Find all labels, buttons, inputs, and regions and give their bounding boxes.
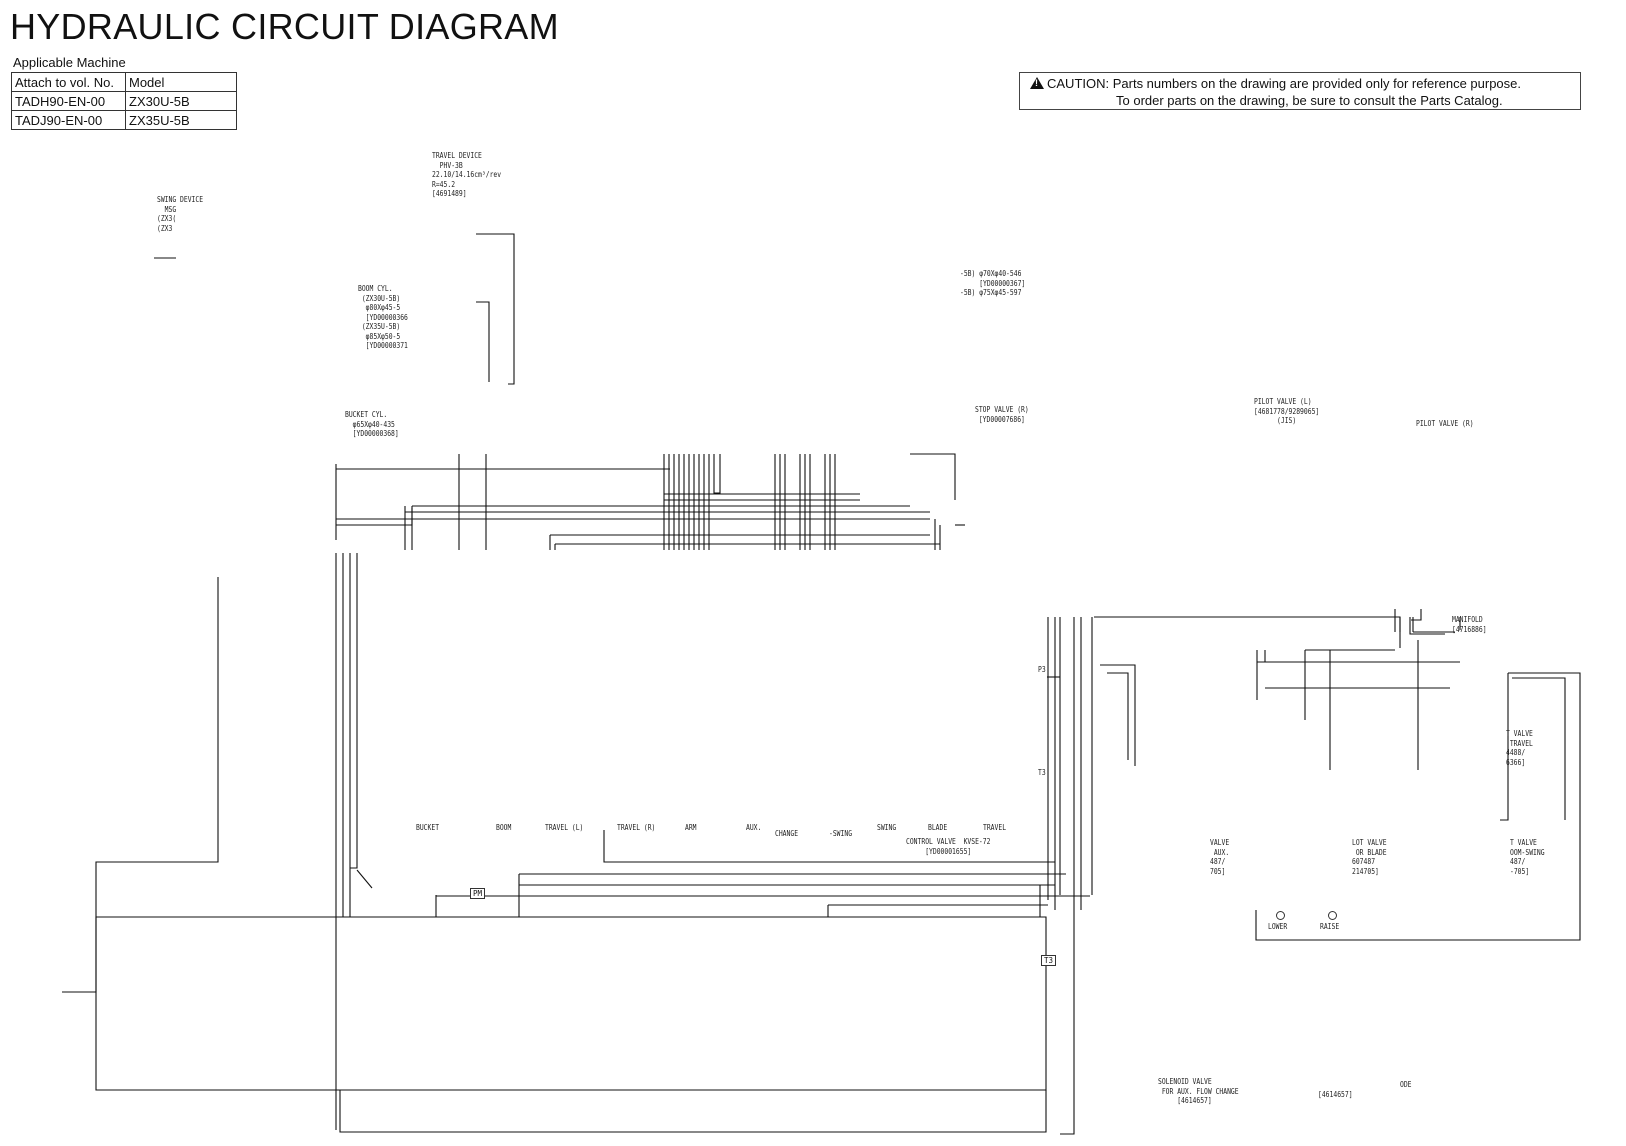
lower-port [1276,911,1285,920]
pilot-valve-right-label: PILOT VALVE (R) [1416,419,1474,428]
boom-swing-valve-label: T VALVE OOM-SWING 487/ -705] [1510,838,1545,876]
boom-cylinder-label: BOOM CYL. (ZX30U-5B) φ80Xφ45-5 [YD000003… [358,284,408,350]
raise-port [1328,911,1337,920]
blade-pilot-valve-label: LOT VALVE OR BLADE 607487 214705] [1352,838,1387,876]
section-travel-right-label: TRAVEL (R) [617,823,656,832]
t3-port-label: T3 [1038,768,1046,777]
section-bucket-label: BUCKET [416,823,440,832]
manifold-label: MANIFOLD [4716886] [1452,615,1487,634]
table-cell: ZX35U-5B [125,110,237,130]
caution-line-2: To order parts on the drawing, be sure t… [1116,93,1503,108]
stop-valve-label: STOP VALVE (R) [YD00007686] [975,405,1029,424]
pm-port-tag: PM [470,888,486,899]
bucket-cylinder-label: BUCKET CYL. φ65Xφ40-435 [YD00000368] [345,410,399,438]
aux-valve-label: VALVE AUX. 487/ 705] [1210,838,1230,876]
section-travel-label: TRAVEL [983,823,1007,832]
travel-valve-label: T VALVE TRAVEL 4488/ 6366] [1506,729,1533,767]
ode-label: ODE [1400,1080,1412,1089]
table-row: TADJ90-EN-00 ZX35U-5B [11,110,237,130]
t3-port-tag: T3 [1041,955,1057,966]
pilot-valve-left-label: PILOT VALVE (L) [4681778/9289065] (JIS) [1254,397,1320,425]
section-blade-label: BLADE [928,823,948,832]
p3-port-label: P3 [1038,665,1046,674]
solenoid-valve-label: SOLENOID VALVE FOR AUX. FLOW CHANGE [461… [1158,1077,1239,1105]
section-boom-swing-label: -SWING [829,829,853,838]
arm-cylinder-label: -5B) φ70Xφ40-546 [YD00000367] -5B) φ75Xφ… [960,269,1026,297]
lower-label: LOWER [1268,922,1288,931]
table-row: TADH90-EN-00 ZX30U-5B [11,91,237,111]
page-title: HYDRAULIC CIRCUIT DIAGRAM [10,6,559,47]
section-arm-label: ARM [685,823,697,832]
caution-text-1: CAUTION: Parts numbers on the drawing ar… [1047,76,1522,91]
solenoid-part-number: [4614657] [1318,1090,1353,1099]
table-cell: TADJ90-EN-00 [11,110,126,130]
raise-label: RAISE [1320,922,1340,931]
section-boom-label: BOOM [496,823,512,832]
caution-box: CAUTION: Parts numbers on the drawing ar… [1019,72,1581,110]
table-cell: ZX30U-5B [125,91,237,111]
section-swing-label: SWING [877,823,897,832]
control-valve-label: CONTROL VALVE KVSE-72 [YD00001655] [906,837,991,856]
section-travel-left-label: TRAVEL (L) [545,823,584,832]
section-change-label: CHANGE [775,829,799,838]
caution-line-1: CAUTION: Parts numbers on the drawing ar… [1030,76,1521,91]
section-aux-label: AUX. [746,823,762,832]
swing-device-label: SWING DEVICE MSG (ZX3( (ZX3 [157,195,204,233]
warning-icon [1030,77,1044,89]
travel-device-label: TRAVEL DEVICE PHV-3B 22.10/14.16cm³/rev … [432,151,502,198]
applicable-machine-label: Applicable Machine [13,55,126,70]
machine-table: Attach to vol. No. Model TADH90-EN-00 ZX… [11,72,237,130]
